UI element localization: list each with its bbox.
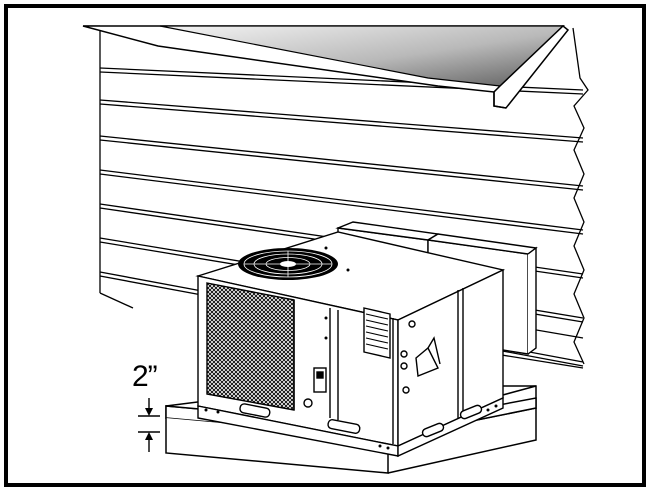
clearance-dimension [138, 398, 160, 452]
illustration-frame: 2” [4, 4, 646, 487]
louver-vent [363, 307, 391, 359]
clearance-label: 2” [132, 360, 158, 393]
fan-grille [238, 248, 338, 280]
roof-eave [82, 25, 570, 109]
